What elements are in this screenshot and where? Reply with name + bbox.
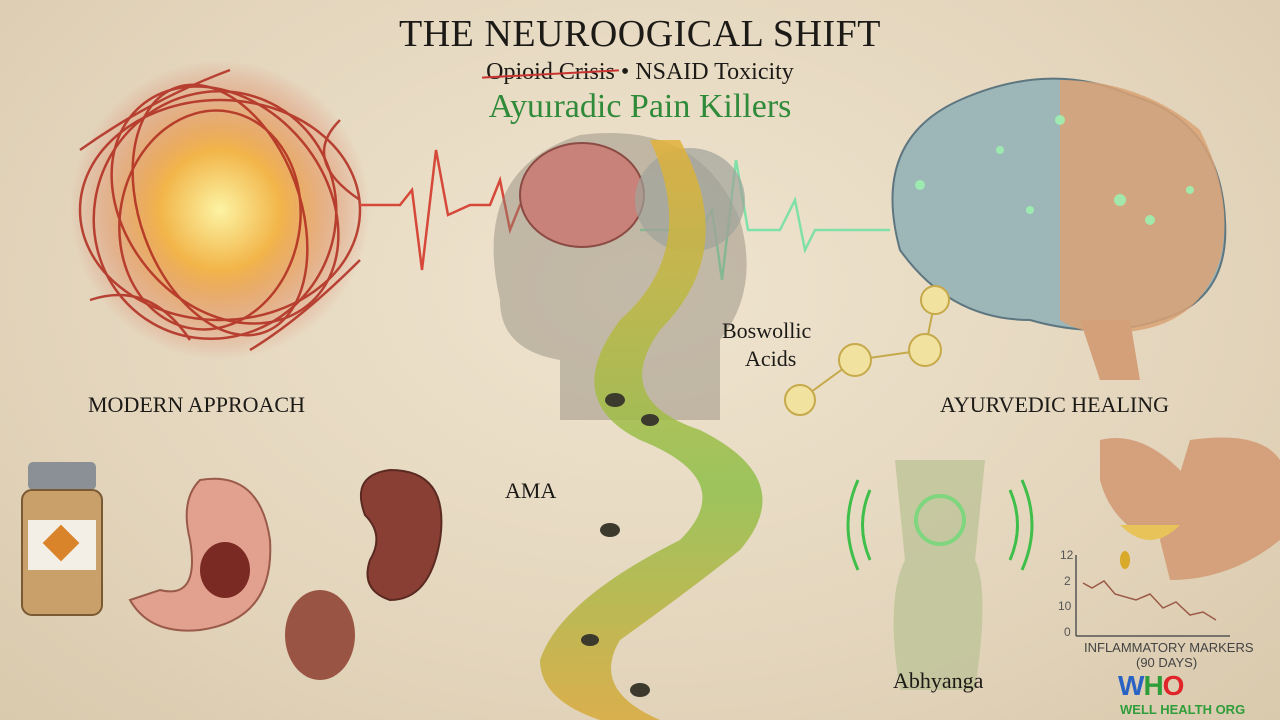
- damaged-kidney: [285, 590, 355, 680]
- tick-10: 10: [1058, 599, 1072, 613]
- pain-nerve-tangle: [70, 60, 370, 360]
- subtitle-separator: •: [620, 59, 630, 85]
- label-abhyanga: Abhyanga: [893, 668, 984, 693]
- knee-joint: [846, 460, 1034, 690]
- hands-pouring-oil: [1100, 437, 1280, 580]
- inflammation-mini-chart: [1075, 555, 1230, 637]
- chart-xlabel: INFLAMMATORY MARKERS: [1084, 640, 1254, 655]
- tick-12: 12: [1060, 548, 1074, 562]
- stomach: [128, 477, 272, 632]
- label-modern-approach: MODERN APPROACH: [88, 392, 305, 417]
- chart-xlabel-days: (90 DAYS): [1136, 655, 1198, 670]
- subtitle: Opioid Crisis • NSAID Toxicity: [0, 58, 1280, 86]
- label-boswellic-1: Boswollic: [722, 318, 812, 343]
- brain-left: [519, 142, 645, 248]
- label-ayurvedic-healing: AYURVEDIC HEALING: [940, 392, 1170, 417]
- well-health-logo: WHO WELL HEALTH ORG: [1118, 672, 1280, 718]
- tagline: Ayuıradic Pain Killers: [488, 88, 792, 125]
- subtitle-rest: NSAID Toxicity: [635, 59, 794, 85]
- logo-text: WELL HEALTH ORG: [1120, 702, 1246, 717]
- label-ama: AMA: [505, 478, 557, 503]
- page-title: THE NEUROOGICAL SHIFT: [399, 13, 881, 55]
- inflammation-trend-line: [1082, 580, 1217, 621]
- subtitle-struck: Opioid Crisis: [486, 59, 615, 85]
- healthy-brain: [891, 77, 1227, 380]
- tick-2: 2: [1064, 574, 1071, 588]
- tick-0: 0: [1064, 625, 1071, 639]
- boswellic-molecule: [784, 285, 950, 416]
- logo-letters: WHO: [1118, 670, 1184, 701]
- herbal-river: [540, 140, 763, 720]
- medicine-bottle: [21, 462, 103, 616]
- kidney: [360, 468, 443, 602]
- pain-pulse-line: [360, 149, 560, 271]
- label-boswellic-2: Acids: [745, 346, 797, 371]
